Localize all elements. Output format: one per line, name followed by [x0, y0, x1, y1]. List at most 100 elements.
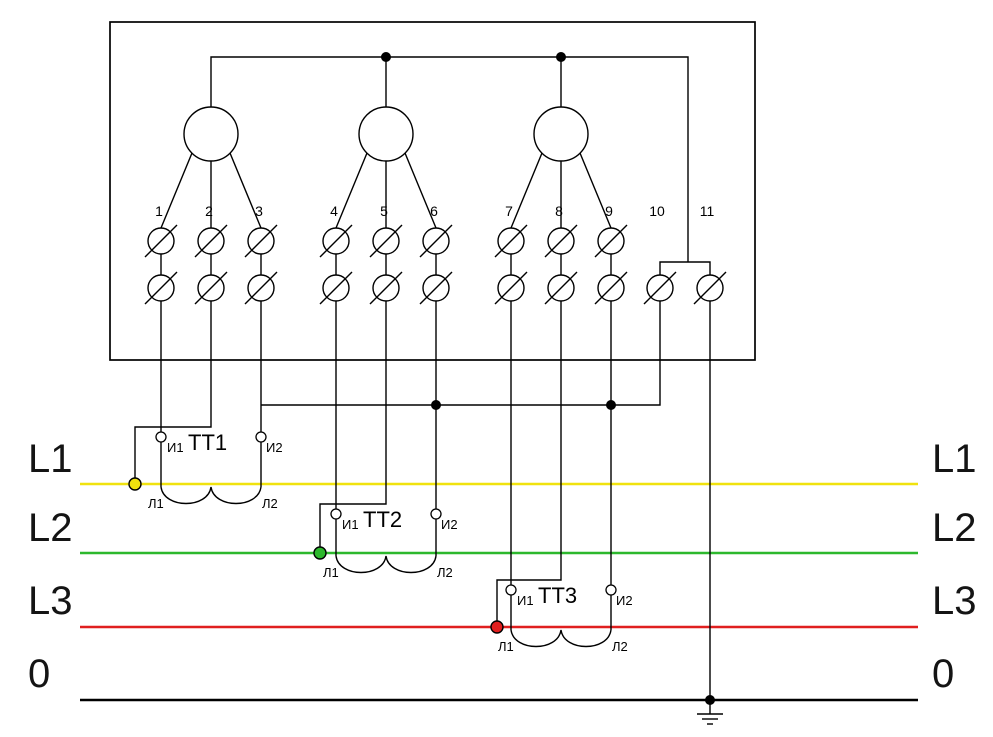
terminal-screw-slash	[244, 224, 278, 258]
secondary-winding-icon	[510, 629, 612, 648]
secondary-terminal-i1	[330, 508, 342, 520]
terminal-screw-slash	[544, 224, 578, 258]
label-tt2: ТТ2	[363, 507, 402, 532]
terminal-number: 2	[205, 203, 213, 219]
terminal-screw-slash	[419, 271, 453, 305]
coil-lead	[579, 152, 612, 229]
label-l2-primary: Л2	[437, 565, 453, 580]
voltage-bus-wire	[210, 56, 689, 262]
current-transformer-tt1: И1 ТТ1 И2 Л1 Л2	[128, 430, 283, 511]
phase-labels-right: L1 L2 L3 0	[932, 437, 977, 696]
terminal-number: 11	[700, 203, 715, 219]
secondary-terminal-i1	[505, 584, 517, 596]
label-l1-primary: Л1	[148, 496, 164, 511]
label-l2-primary: Л2	[612, 639, 628, 654]
label-l1-primary: Л1	[498, 639, 514, 654]
terminal-screw-slash	[144, 271, 178, 305]
terminal-screw-slash	[144, 224, 178, 258]
label-l3-right: L3	[932, 579, 977, 623]
current-transformer-tt3: И1 ТТ3 И2 Л1 Л2	[490, 583, 633, 654]
phase-tap-dot-l3	[490, 620, 504, 634]
terminal-number: 5	[380, 203, 388, 219]
terminal-screw-slash	[594, 224, 628, 258]
terminal-11: 11	[693, 203, 727, 305]
terminal-number: 6	[430, 203, 438, 219]
terminal-10: 10	[643, 203, 677, 305]
label-i1: И1	[342, 517, 359, 532]
coil-icon	[533, 106, 589, 162]
ground-icon	[697, 700, 723, 725]
external-wiring	[134, 301, 711, 700]
label-i2: И2	[616, 593, 633, 608]
phase-labels-left: L1 L2 L3 0	[28, 437, 73, 696]
terminal-screw-slash	[194, 271, 228, 305]
secondary-terminal-i2	[605, 584, 617, 596]
terminal-number: 8	[555, 203, 563, 219]
label-l1-left: L1	[28, 437, 73, 481]
terminal-screw-slash	[544, 271, 578, 305]
terminal-screw-slash	[419, 224, 453, 258]
coil-icon	[183, 106, 239, 162]
phase-tap-dot-l1	[128, 477, 142, 491]
terminal-screw-slash	[643, 271, 677, 305]
coil-lead	[335, 152, 368, 229]
label-neutral-left: 0	[28, 652, 50, 696]
coil-lead	[160, 152, 193, 229]
terminal-screw-slash	[319, 271, 353, 305]
secondary-terminal-i2	[255, 431, 267, 443]
phase-lines	[80, 482, 918, 702]
label-l1-primary: Л1	[323, 565, 339, 580]
label-l3-left: L3	[28, 579, 73, 623]
current-transformer-tt2: И1 ТТ2 И2 Л1 Л2	[313, 507, 458, 580]
label-l2-left: L2	[28, 506, 73, 550]
ground-connection	[697, 695, 723, 725]
neutral-terminal-bracket	[659, 261, 711, 275]
meter-enclosure	[109, 21, 756, 361]
measuring-element-3	[510, 57, 612, 229]
label-l2-primary: Л2	[262, 496, 278, 511]
coil-lead	[510, 152, 543, 229]
terminal-number: 1	[155, 203, 163, 219]
wire-t5-voltage-tap-l2	[319, 301, 387, 553]
coil-lead	[229, 152, 262, 229]
terminal-screw-slash	[494, 224, 528, 258]
terminal-number: 10	[649, 203, 665, 219]
label-tt3: ТТ3	[538, 583, 577, 608]
coil-icon	[358, 106, 414, 162]
measuring-element-1	[160, 106, 262, 229]
terminal-screw-slash	[369, 224, 403, 258]
terminal-5: 5	[369, 203, 403, 305]
terminal-number: 7	[505, 203, 513, 219]
terminal-8: 8	[544, 203, 578, 305]
terminal-screw-slash	[693, 271, 727, 305]
label-l1-right: L1	[932, 437, 977, 481]
terminal-screw-slash	[319, 224, 353, 258]
terminal-screw-slash	[494, 271, 528, 305]
terminal-screw-slash	[369, 271, 403, 305]
terminal-2: 2	[194, 203, 228, 305]
junction-dot	[431, 400, 441, 410]
label-neutral-right: 0	[932, 652, 954, 696]
terminal-number: 4	[330, 203, 338, 219]
terminal-6: 6	[419, 203, 453, 305]
label-l2-right: L2	[932, 506, 977, 550]
secondary-winding-icon	[335, 555, 437, 574]
secondary-winding-icon	[160, 486, 262, 505]
label-i1: И1	[167, 440, 184, 455]
junction-dot	[606, 400, 616, 410]
label-tt1: ТТ1	[188, 430, 227, 455]
secondary-terminal-i2	[430, 508, 442, 520]
label-i2: И2	[441, 517, 458, 532]
label-i2: И2	[266, 440, 283, 455]
terminal-9: 9	[594, 203, 628, 305]
terminal-7: 7	[494, 203, 528, 305]
terminal-number: 9	[605, 203, 613, 219]
measuring-element-2	[335, 57, 437, 229]
phase-tap-dot-l2	[313, 546, 327, 560]
terminal-3: 3	[244, 203, 278, 305]
terminal-number: 3	[255, 203, 263, 219]
label-i1: И1	[517, 593, 534, 608]
terminal-4: 4	[319, 203, 353, 305]
